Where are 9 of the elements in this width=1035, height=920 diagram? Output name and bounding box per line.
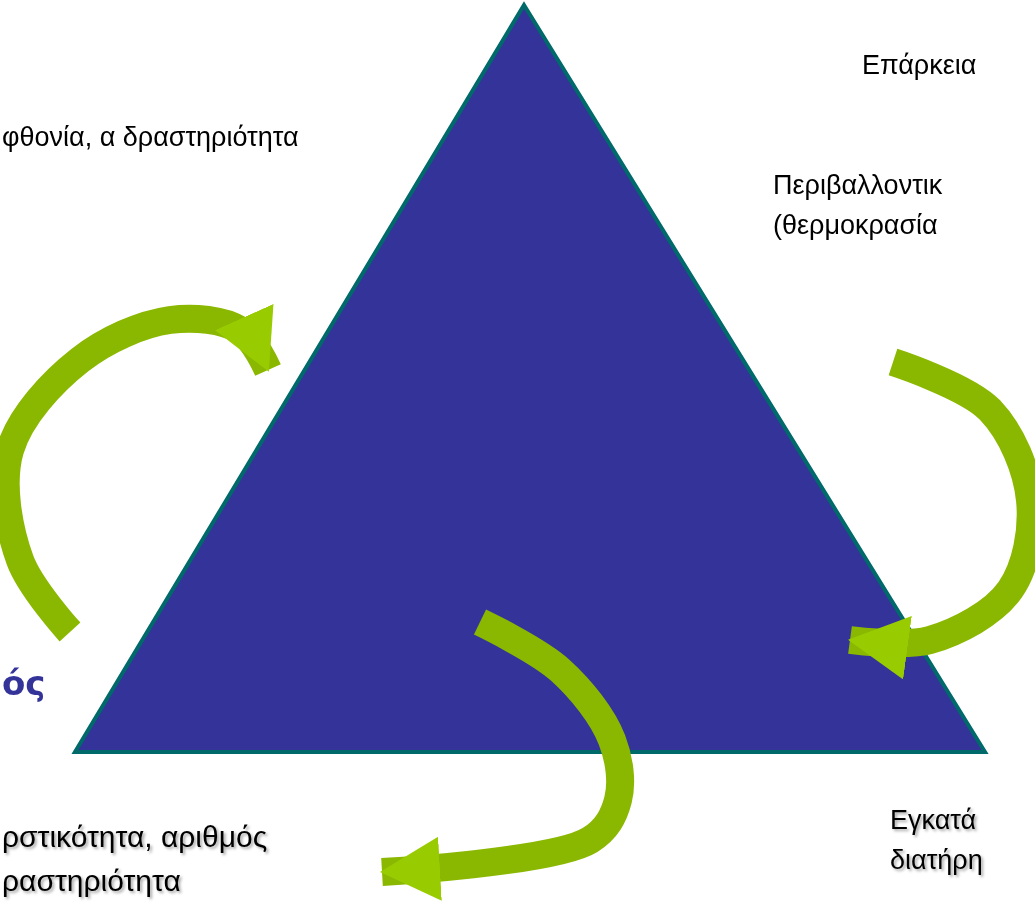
label-text: Περιβαλλοντικ (θερμοκρασία — [773, 169, 944, 242]
curved-arrow — [848, 348, 1035, 680]
curved-arrow — [380, 609, 635, 901]
label-text: φθονία, α δραστηριότητα — [2, 121, 300, 154]
heading-text: ός — [2, 663, 47, 703]
curved-arrow — [0, 303, 281, 642]
label-text: Εγκατά διατήρη — [890, 804, 984, 877]
label-text: Επάρκεια — [862, 49, 978, 82]
node-text: ρστικότητα, αριθμός ραστηριότητα — [2, 815, 382, 903]
